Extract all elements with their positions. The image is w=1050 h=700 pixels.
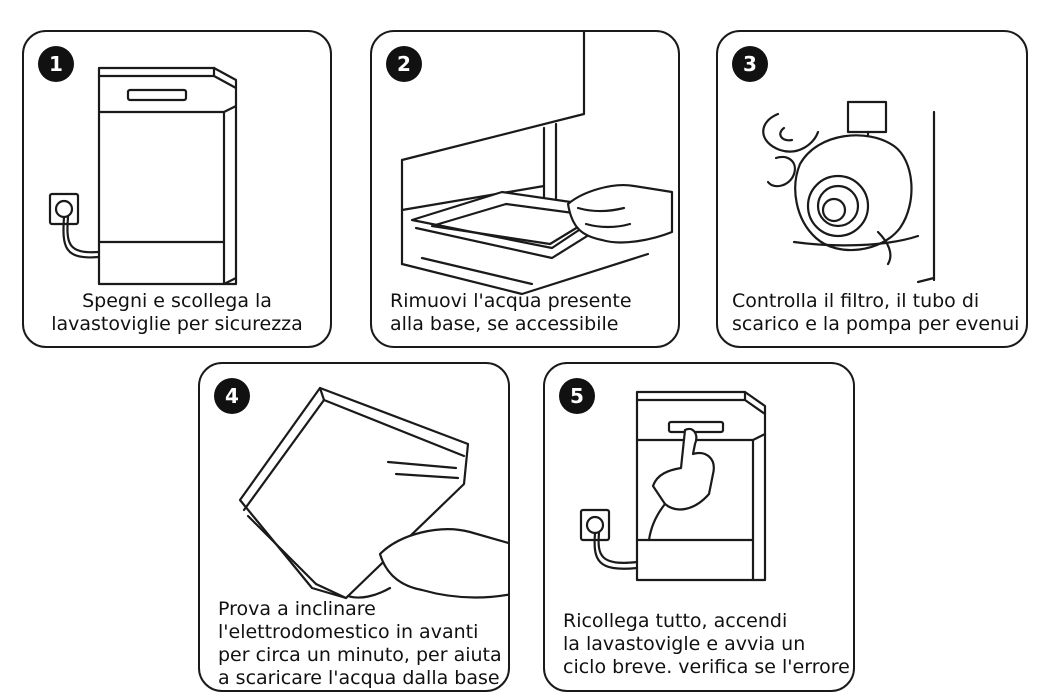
check-filter-pump-illustration <box>762 100 936 284</box>
step-number-badge: 4 <box>214 378 250 414</box>
caption-line: Prova a inclinare <box>218 598 376 620</box>
step-3-caption: Controlla il filtro, il tubo di scarico … <box>732 290 1026 336</box>
step-4-panel: 4 Prova a inclinare l'elettrodomestico i… <box>198 362 510 692</box>
caption-line: Controlla il filtro, il tubo di <box>732 290 980 312</box>
remove-water-illustration <box>400 32 674 296</box>
step-number-badge: 1 <box>38 46 74 82</box>
step-5-panel: 5 Ricollega tutto, accendi la lavastovig… <box>543 362 855 692</box>
caption-line: a scaricare l'acqua dalla base <box>218 667 500 689</box>
step-2-panel: 2 Rimuovi l'acqua presente alla base, se… <box>370 30 680 348</box>
caption-line: Rimuovi l'acqua presente <box>390 290 632 312</box>
caption-line: alla base, se accessibile <box>390 313 619 335</box>
caption-line: Ricollega tutto, accendi <box>563 610 788 632</box>
step-4-caption: Prova a inclinare l'elettrodomestico in … <box>218 598 508 690</box>
step-1-caption: Spegni e scollega la lavastoviglie per s… <box>24 290 330 336</box>
restart-dishwasher-illustration <box>579 390 767 582</box>
step-number-badge: 2 <box>386 46 422 82</box>
unplug-dishwasher-illustration <box>48 66 238 286</box>
step-3-panel: 3 Controlla il filtro, il tubo di scaric… <box>716 30 1028 348</box>
step-number-badge: 3 <box>732 46 768 82</box>
caption-line: scarico e la pompa per evenui <box>732 313 1020 335</box>
step-number-badge: 5 <box>559 378 595 414</box>
step-1-panel: 1 Spegni e scollega la lavastoviglie per… <box>22 30 332 348</box>
tilt-dishwasher-illustration <box>238 386 508 600</box>
caption-line: per circa un minuto, per aiuta <box>218 644 502 666</box>
step-2-caption: Rimuovi l'acqua presente alla base, se a… <box>390 290 678 336</box>
step-5-caption: Ricollega tutto, accendi la lavastovigle… <box>563 610 853 679</box>
caption-line: Spegni e scollega la <box>82 290 272 312</box>
caption-line: lavastoviglie per sicurezza <box>51 313 303 335</box>
caption-line: la lavastovigle e avvia un <box>563 633 806 655</box>
caption-line: l'elettrodomestico in avanti <box>218 621 479 643</box>
caption-line: ciclo breve. verifica se l'errore <box>563 656 850 678</box>
